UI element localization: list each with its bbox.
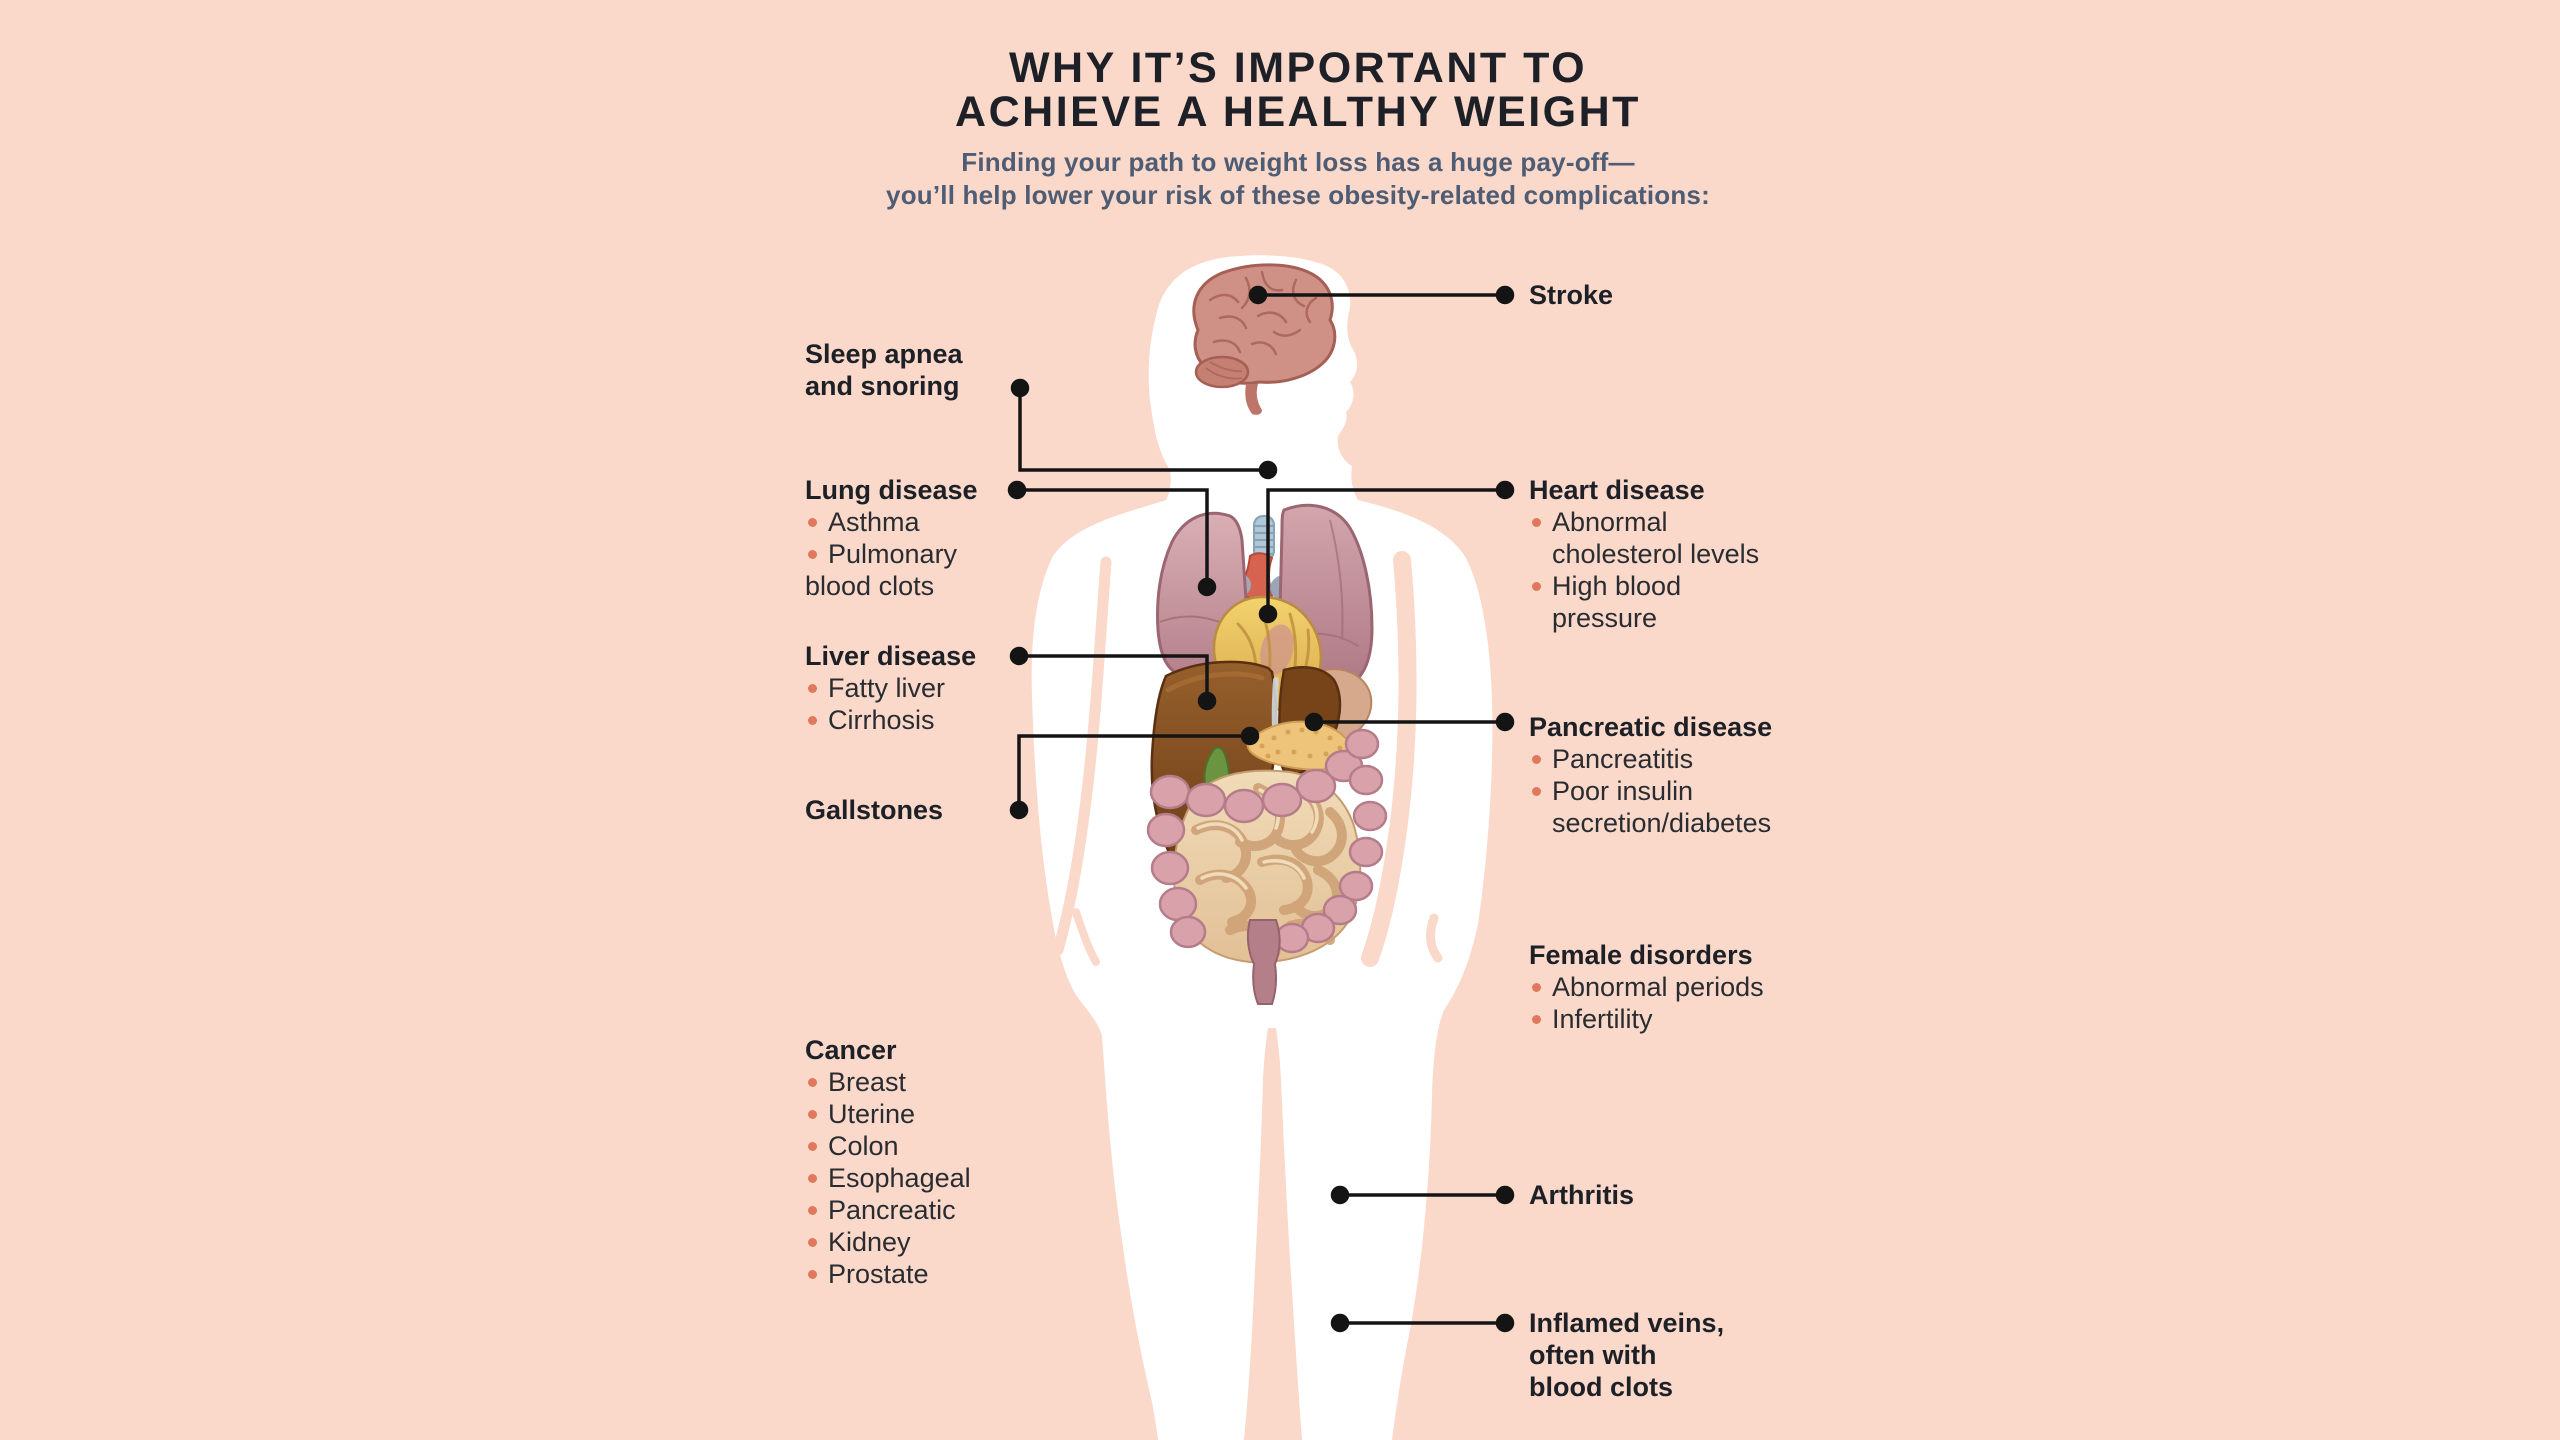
connector-arthritis <box>1330 1185 1515 1205</box>
list-item: Asthma <box>805 506 978 538</box>
connector-heart-disease <box>1258 480 1515 624</box>
page-title: WHY IT’S IMPORTANT TO ACHIEVE A HEALTHY … <box>955 44 1641 136</box>
bullet-icon <box>1532 1015 1541 1024</box>
callout-heading: Cancer <box>805 1035 897 1065</box>
bullet-icon <box>808 518 817 527</box>
rectum-icon <box>1246 919 1281 1005</box>
bullet-icon <box>808 684 817 693</box>
list-item: Pulmonary <box>805 538 978 570</box>
callout-heading: Inflamed veins, often with blood clots <box>1529 1308 1725 1402</box>
list-item: Pancreatitis <box>1529 743 1772 775</box>
callout-heading: Heart disease <box>1529 475 1705 505</box>
callout-cancer: Cancer Breast Uterine Colon Esophageal P… <box>805 1034 971 1290</box>
connector-sleep-apnea <box>1010 378 1278 480</box>
callout-arthritis: Arthritis <box>1529 1179 1634 1211</box>
bullet-icon <box>1532 518 1541 527</box>
callout-heading: Liver disease <box>805 641 977 671</box>
pancreas-icon <box>1246 720 1354 771</box>
bullet-icon <box>808 1270 817 1279</box>
bullet-icon <box>808 716 817 725</box>
list-item: High blood pressure <box>1529 570 1759 634</box>
callout-heading: Gallstones <box>805 795 944 825</box>
callout-pancreatic-disease: Pancreatic disease Pancreatitis Poor ins… <box>1529 711 1772 839</box>
callout-heading: Female disorders <box>1529 940 1753 970</box>
list-item: Abnormal periods <box>1529 971 1764 1003</box>
bullet-icon <box>808 1078 817 1087</box>
callout-heading: Pancreatic disease <box>1529 712 1773 742</box>
callout-female-disorders: Female disorders Abnormal periods Infert… <box>1529 939 1764 1035</box>
bullet-icon <box>1532 755 1541 764</box>
list-item-continuation: blood clots <box>805 571 935 601</box>
page-subtitle: Finding your path to weight loss has a h… <box>886 147 1710 210</box>
bullet-icon <box>1532 582 1541 591</box>
callout-lung-disease: Lung disease Asthma Pulmonary blood clot… <box>805 474 978 602</box>
list-item: Fatty liver <box>805 672 976 704</box>
list-item: Cirrhosis <box>805 704 976 736</box>
callout-heading: Lung disease <box>805 475 978 505</box>
bullet-icon <box>808 1238 817 1247</box>
callout-stroke: Stroke <box>1529 279 1613 311</box>
callout-sleep-apnea: Sleep apnea and snoring <box>805 338 963 402</box>
callout-liver-disease: Liver disease Fatty liver Cirrhosis <box>805 640 976 736</box>
bullet-icon <box>808 550 817 559</box>
list-item: Pancreatic <box>805 1194 971 1226</box>
bullet-icon <box>1532 983 1541 992</box>
list-item: Poor insulin secretion/diabetes <box>1529 775 1772 839</box>
colon-icon <box>1146 728 1388 954</box>
list-item: Esophageal <box>805 1162 971 1194</box>
bullet-icon <box>808 1142 817 1151</box>
connector-gallstones <box>1009 726 1260 820</box>
bullet-icon <box>808 1174 817 1183</box>
bullet-icon <box>808 1110 817 1119</box>
list-item: Abnormal cholesterol levels <box>1529 506 1759 570</box>
list-item: Prostate <box>805 1258 971 1290</box>
silhouette-gaps <box>1052 551 1443 967</box>
bullet-icon <box>808 1206 817 1215</box>
list-item: Uterine <box>805 1098 971 1130</box>
connector-lung-disease <box>1007 480 1217 597</box>
connector-liver-disease <box>1009 646 1217 711</box>
bullet-icon <box>1532 787 1541 796</box>
connector-pancreatic-disease <box>1304 712 1515 732</box>
callout-gallstones: Gallstones <box>805 794 943 826</box>
list-item: Breast <box>805 1066 971 1098</box>
callout-heading: Stroke <box>1529 280 1614 310</box>
list-item: Infertility <box>1529 1003 1764 1035</box>
list-item: Kidney <box>805 1226 971 1258</box>
list-item: Colon <box>805 1130 971 1162</box>
callout-heading: Sleep apnea and snoring <box>805 339 963 401</box>
callout-heading: Arthritis <box>1529 1180 1635 1210</box>
callout-inflamed-veins: Inflamed veins, often with blood clots <box>1529 1307 1724 1403</box>
connector-stroke <box>1248 285 1515 305</box>
callout-heart-disease: Heart disease Abnormal cholesterol level… <box>1529 474 1759 634</box>
connector-inflamed-veins <box>1330 1313 1515 1333</box>
